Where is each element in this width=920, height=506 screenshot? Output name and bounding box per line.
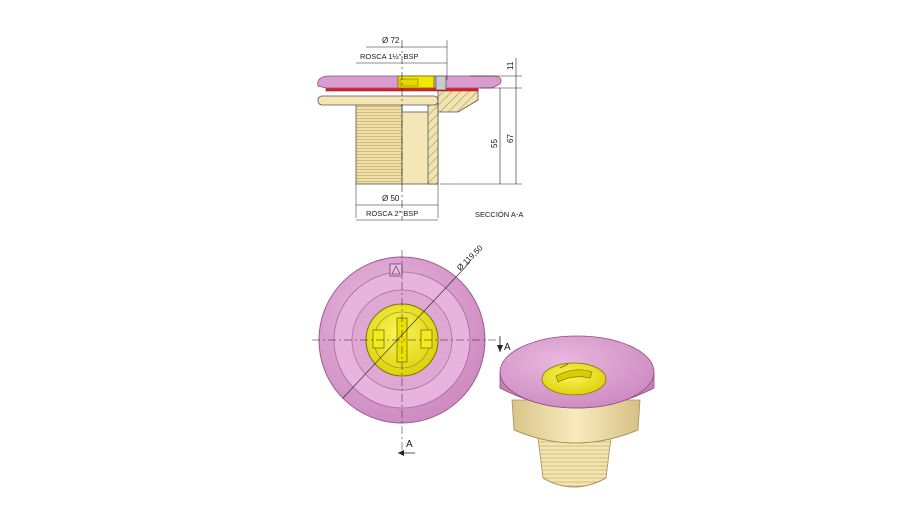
label-dim-top: 11 (506, 61, 515, 70)
label-dim-inner-height: 55 (490, 139, 499, 148)
iso-cap (541, 362, 607, 396)
label-cut-marker-right: A (504, 342, 511, 353)
logo-mark-icon (389, 263, 403, 277)
label-dim-total-height: 67 (506, 134, 515, 143)
plan-view: Ø 119,50 A A (312, 243, 511, 456)
collar-ring (317, 95, 439, 106)
label-upper-thread: ROSCA 1½" BSP (360, 52, 419, 61)
label-cut-marker-bottom: A (406, 439, 413, 450)
label-flange-diameter: Ø 72 (382, 36, 400, 45)
label-plan-diameter: Ø 119,50 (455, 243, 485, 272)
isometric-view (499, 335, 655, 488)
label-lower-thread: ROSCA 2" BSP (366, 209, 418, 218)
wall-section (437, 87, 479, 113)
label-section-title: SECCIÓN A-A (475, 210, 523, 219)
section-view: Ø 72 ROSCA 1½" BSP Ø 50 ROSCA 2" BSP SEC… (317, 36, 523, 221)
lower-thread-body (355, 103, 403, 185)
bore-wall (427, 103, 439, 185)
label-lower-diameter: Ø 50 (382, 194, 400, 203)
